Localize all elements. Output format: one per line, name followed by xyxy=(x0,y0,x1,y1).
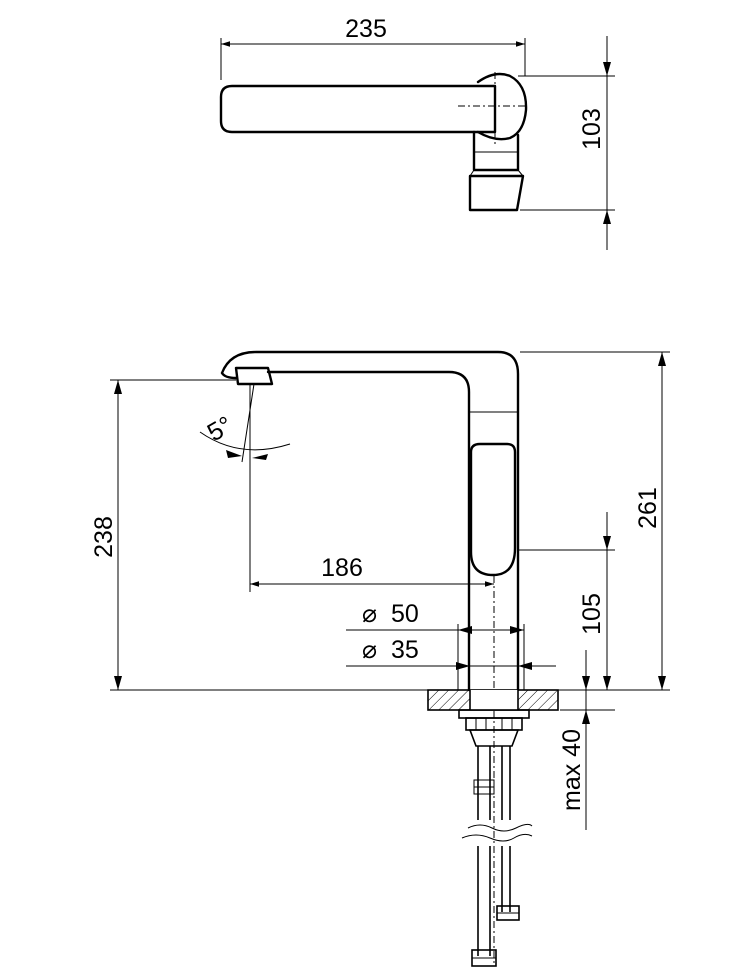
side-view: 261 105 238 186 5° ⌀ 50 xyxy=(90,350,670,967)
dim-diam-base: 50 xyxy=(391,600,419,628)
top-view: 235 103 xyxy=(219,15,615,250)
top-view-spout-arm xyxy=(219,84,497,134)
side-view-spout-body xyxy=(220,350,520,692)
dim-lever-height: 105 xyxy=(578,593,606,635)
dim-top-width: 235 xyxy=(345,15,387,43)
dim-spray-angle: 5° xyxy=(203,411,238,447)
dim-diam-hole: 35 xyxy=(391,636,419,664)
top-view-body-circle xyxy=(476,72,528,141)
dim-top-depth: 103 xyxy=(578,108,606,150)
dim-max-thickness: max 40 xyxy=(558,729,586,811)
dim-spout-reach: 186 xyxy=(321,554,363,582)
dim-total-height: 261 xyxy=(634,487,662,529)
dim-spout-height: 238 xyxy=(90,516,118,558)
top-view-connector xyxy=(468,174,525,212)
side-view-lever xyxy=(469,442,517,577)
dim-diam-base-symbol: ⌀ xyxy=(362,600,377,628)
dim-diam-hole-symbol: ⌀ xyxy=(362,636,377,664)
supply-hoses xyxy=(461,746,533,967)
